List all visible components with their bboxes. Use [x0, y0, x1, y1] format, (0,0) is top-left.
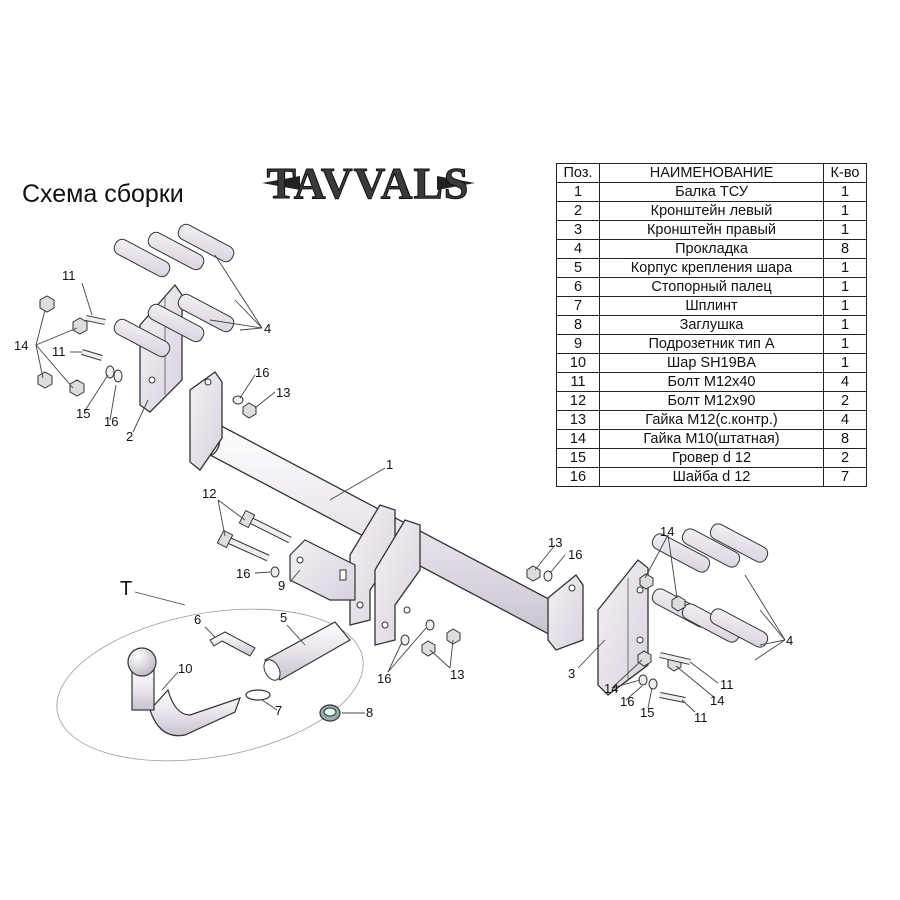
callout-11-a: 11: [62, 268, 76, 283]
tavvals-logo: TAVVALS: [262, 159, 475, 209]
callout-16-b: 16: [255, 365, 269, 380]
left-spacers: [113, 223, 235, 358]
callout-14-right-b2: 14: [710, 693, 724, 708]
callout-15-right: 15: [640, 705, 654, 720]
callout-10: 10: [178, 661, 192, 676]
cell-name: Болт М12х90: [599, 391, 824, 411]
bolts-m12x90: [216, 509, 292, 562]
callout-labels: 1 2 3 4 4 5 6 7 8 9 10 11 11 11 11 12 13…: [14, 268, 793, 725]
header-pos: Поз.: [556, 163, 600, 183]
leader-lines: [35, 254, 786, 714]
socket-plate: [289, 539, 356, 601]
cell-name: Корпус крепления шара: [599, 258, 824, 278]
cell-pos: 13: [556, 410, 600, 430]
callout-15-left: 15: [76, 406, 90, 421]
callout-5: 5: [280, 610, 287, 625]
diagram-title: Схема сборки: [22, 180, 184, 208]
callout-3: 3: [568, 666, 575, 681]
callout-16-c: 16: [236, 566, 250, 581]
callout-14-right-bottom: 14: [604, 681, 618, 696]
callout-11-d: 11: [694, 710, 708, 725]
callout-13-b: 13: [548, 535, 562, 550]
callout-6: 6: [194, 612, 201, 627]
cell-name: Шайба d 12: [599, 467, 824, 487]
callout-11-c: 11: [720, 677, 734, 692]
callout-4-right: 4: [786, 633, 793, 648]
callout-7: 7: [275, 703, 282, 718]
callout-14-right-top: 14: [660, 524, 674, 539]
callout-14-left: 14: [14, 338, 28, 353]
fasteners: [37, 295, 691, 703]
callout-16-d: 16: [568, 547, 582, 562]
cell-name: Шар SH19BA: [599, 353, 824, 373]
table-header-row: Поз. НАИМЕНОВАНИЕ К-во: [556, 163, 867, 183]
cell-name: Прокладка: [599, 239, 824, 259]
right-bracket: [597, 559, 649, 696]
callout-12: 12: [202, 486, 216, 501]
right-spacers: [651, 523, 769, 648]
callout-13-c: 13: [450, 667, 464, 682]
callout-11-b: 11: [52, 344, 66, 359]
callout-2: 2: [126, 429, 133, 444]
callout-1: 1: [386, 457, 393, 472]
callout-8: 8: [366, 705, 373, 720]
ball-mount-group: [56, 608, 364, 762]
cell-name: Кронштейн правый: [599, 220, 824, 240]
callout-13-a: 13: [276, 385, 290, 400]
callout-16-a: 16: [104, 414, 118, 429]
callout-4-left: 4: [264, 321, 271, 336]
callout-T: T: [120, 578, 132, 600]
towbar-beam: [189, 371, 584, 651]
callout-16-e: 16: [377, 671, 391, 686]
logo-text: TAVVALS: [267, 159, 470, 208]
callout-16-f: 16: [620, 694, 634, 709]
cell-qty: 7: [823, 467, 867, 487]
cell-pos: 16: [556, 467, 600, 487]
callout-9: 9: [278, 578, 285, 593]
